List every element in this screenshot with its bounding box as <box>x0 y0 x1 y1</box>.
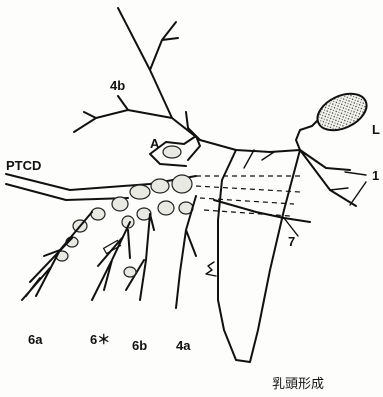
label-6a: 6a <box>28 332 43 347</box>
label-papilla-formation: 乳頭形成 <box>272 377 324 392</box>
papilla-notch <box>206 262 216 276</box>
label-6star: 6＊ <box>90 332 110 347</box>
duct-upper-trunk <box>118 8 300 152</box>
duct-4b-branch <box>74 96 172 132</box>
stone-6star <box>104 240 121 253</box>
duct-4b-lower <box>186 112 200 140</box>
stone-seg-a <box>163 146 181 158</box>
label-ptcd: PTCD <box>6 158 41 173</box>
label-4b: 4b <box>110 78 125 93</box>
duct-6star <box>92 222 130 300</box>
label-1: 1 <box>372 168 379 183</box>
label-a: A <box>150 136 160 151</box>
dashed-channel-4 <box>204 210 290 216</box>
duct-right-1c <box>330 188 348 190</box>
duct-seg7 <box>214 200 310 222</box>
stone-cluster <box>56 175 193 261</box>
gallbladder <box>312 87 373 138</box>
common-duct-left <box>218 150 300 362</box>
label-l: L <box>372 122 380 137</box>
cystic-duct <box>296 118 320 150</box>
dashed-channel-2 <box>196 186 300 192</box>
duct-6a <box>22 212 92 300</box>
label-7: 7 <box>288 234 295 249</box>
duct-upper-branch-right <box>150 22 178 70</box>
stone-6b <box>124 267 136 277</box>
duct-right-1b <box>300 150 356 206</box>
label-4a: 4a <box>176 338 191 353</box>
label-6b: 6b <box>132 338 147 353</box>
